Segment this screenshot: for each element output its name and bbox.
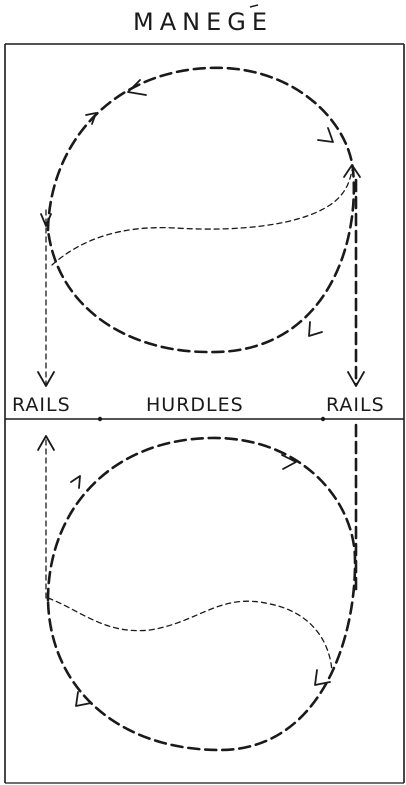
upper-arrow-right-head	[343, 164, 361, 178]
upper-change-rein-path	[51, 169, 353, 266]
lower-big-loop-path	[46, 436, 357, 752]
upper-arrow-left-down	[40, 213, 52, 227]
lower-arrow-left-rail-up	[37, 435, 55, 451]
upper-arrow-top-right	[317, 127, 334, 143]
lower-arrow-bottom-right	[314, 669, 331, 686]
arena-frame	[4, 43, 405, 784]
upper-big-loop-path	[46, 66, 356, 354]
lower-arrow-left-rising	[70, 475, 81, 489]
lower-arrow-bottom-left	[75, 691, 92, 707]
rails-label-left: RAILS	[12, 394, 71, 416]
hurdles-divider	[5, 416, 404, 422]
upper-arrow-right-rail-down	[347, 371, 365, 387]
lower-change-rein-path	[47, 597, 333, 673]
title-accent-mark	[249, 4, 259, 8]
upper-circuit	[37, 66, 365, 387]
divider-post-right	[320, 416, 326, 422]
upper-arrow-left-rail-down	[37, 371, 55, 387]
lower-circuit	[37, 423, 358, 752]
upper-arrow-top-left	[127, 79, 147, 96]
upper-arrow-bottom-right	[308, 321, 323, 337]
divider-post-left	[97, 416, 103, 422]
upper-arrow-left-rising	[85, 112, 97, 125]
rails-label-right: RAILS	[326, 394, 385, 416]
lower-arrow-top-right	[281, 454, 297, 470]
diagram-title: MANEGE	[133, 8, 273, 36]
hurdles-label: HURDLES	[146, 394, 244, 416]
